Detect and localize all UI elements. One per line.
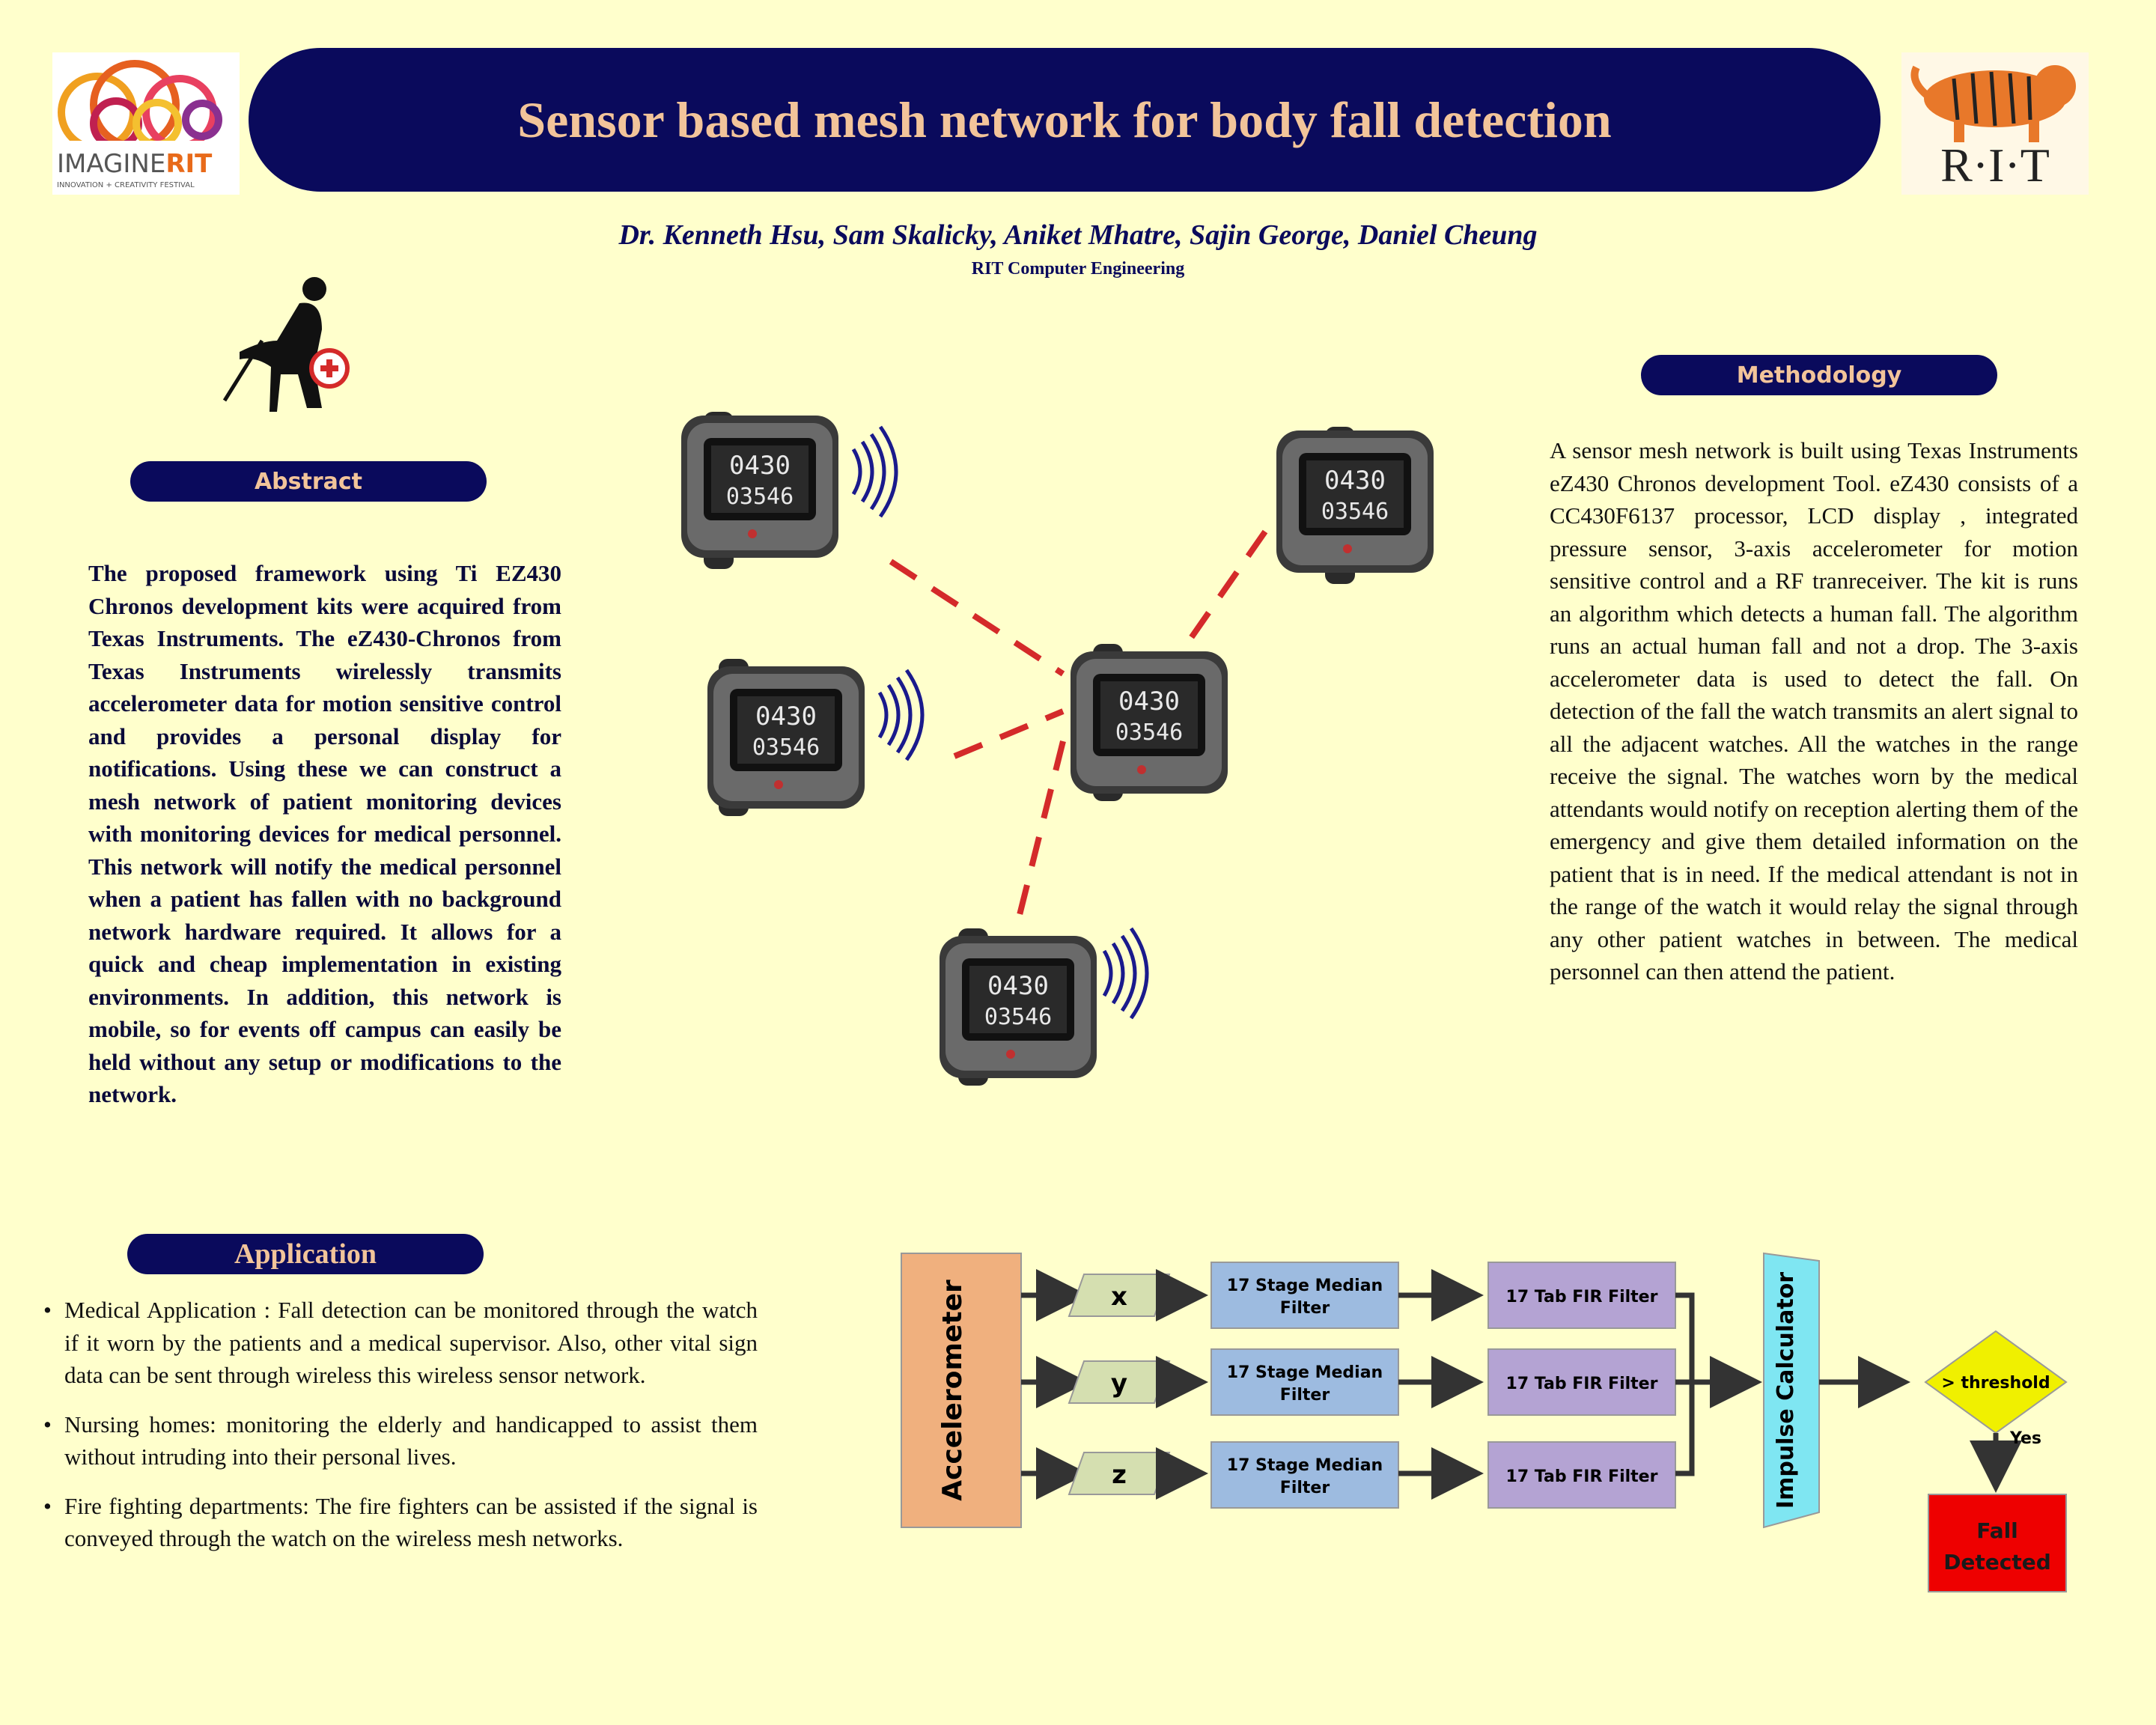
author-list: Dr. Kenneth Hsu, Sam Skalicky, Aniket Mh… [618,219,1538,251]
watch-icon-center [1071,644,1228,801]
imagine-rit-logo: IMAGINERIT INNOVATION + CREATIVITY FESTI… [52,52,240,195]
methodology-heading: Methodology [1641,355,1997,395]
tiger-tail [1910,65,1934,103]
median-filter-label: 17 Stage Median [1227,1456,1383,1475]
threshold-label: > threshold [1941,1374,2050,1393]
application-heading-label: Application [234,1238,377,1270]
imagine-tagline: INNOVATION + CREATIVITY FESTIVAL [57,181,195,189]
fir-filter-label: 17 Tab FIR Filter [1506,1375,1658,1393]
fir-filter-box [1487,1348,1676,1416]
watch-icon [940,928,1147,1086]
abstract-heading-label: Abstract [254,468,363,495]
fir-filter-label: 17 Tab FIR Filter [1506,1467,1658,1486]
fir-filter-box [1487,1262,1676,1329]
abstract-text: The proposed framework using Ti EZ430 Ch… [88,560,561,1107]
impulse-calculator-label: Impulse Calculator [1773,1272,1799,1509]
application-list: • Medical Application : Fall detection ca… [42,1294,758,1572]
fir-filter-label: 17 Tab FIR Filter [1506,1288,1658,1306]
watch-face [681,416,838,558]
watch-icon [1276,427,1434,584]
axis-y-label: y [1111,1369,1127,1399]
imagine-rit-accent: RIT [165,149,213,179]
bullet-icon: • [43,1492,52,1519]
fall-detection-flowchart: Accelerometer x y z 17 Stage Median Filt… [901,1252,2068,1592]
mesh-link [1015,740,1066,922]
rit-tiger-logo-graphic: R·I·T [1910,65,2076,192]
accelerometer-box [901,1253,1022,1528]
watch-face [1276,431,1434,573]
watch-face [1071,651,1228,794]
median-filter-label: Filter [1280,1479,1330,1497]
methodology-text: A sensor mesh network is built using Tex… [1550,437,2078,985]
application-item-text: Medical Application : Fall detection can… [64,1297,758,1388]
watch-icon [681,412,896,569]
list-item: • Nursing homes: monitoring the elderly a… [42,1408,758,1473]
mesh-link [889,559,1065,677]
median-filter-label: 17 Stage Median [1227,1363,1383,1382]
axis-x-label: x [1111,1282,1127,1312]
watch-face [940,936,1097,1078]
wireless-waves-icon [880,670,922,760]
application-item-text: Fire fighting departments: The fire figh… [64,1492,758,1552]
rit-wordmark: R·I·T [1940,139,2050,192]
mesh-network-diagram: 0430 03546 [681,412,1434,1086]
wireless-waves-icon [853,427,896,517]
axis-y-box [1068,1360,1171,1404]
application-item-text: Nursing homes: monitoring the elderly an… [64,1411,758,1470]
watch-face [707,666,865,809]
title-banner: Sensor based mesh network for body fall … [249,48,1881,192]
accelerometer-label: Accelerometer [937,1280,968,1501]
mesh-link [953,708,1065,759]
axis-x-box [1068,1274,1171,1317]
median-filter-label: 17 Stage Median [1227,1277,1383,1295]
list-item: • Fire fighting departments: The fire fig… [42,1490,758,1555]
axis-z-box [1068,1452,1171,1495]
application-heading: Application [127,1234,484,1274]
falling-person-icon [222,277,350,412]
imagine-wordmark: IMAGINE [57,149,165,179]
impulse-calculator-box [1763,1252,1820,1529]
axis-z-label: z [1112,1460,1127,1490]
list-item: • Medical Application : Fall detection ca… [42,1294,758,1392]
rit-tiger-logo: R·I·T [1901,52,2089,195]
abstract-heading: Abstract [130,461,487,502]
svg-text:IMAGINERIT: IMAGINERIT [57,149,213,179]
imagine-rit-logo-graphic: IMAGINERIT INNOVATION + CREATIVITY FESTI… [52,60,240,195]
wireless-waves-icon [1104,928,1147,1018]
watch-icon [707,659,922,816]
fall-detected-label: Detected [1943,1550,2051,1575]
page-title: Sensor based mesh network for body fall … [517,91,1612,148]
median-filter-box [1211,1441,1399,1509]
median-filter-box [1211,1348,1399,1416]
methodology-heading-label: Methodology [1736,362,1902,389]
affiliation: RIT Computer Engineering [971,259,1185,279]
bullet-icon: • [43,1297,52,1323]
bullet-icon: • [43,1411,52,1438]
tiger-leg [1954,120,1964,142]
mesh-link [1176,529,1268,657]
fall-detected-label: Fall [1976,1518,2018,1543]
tiger-head [2034,65,2076,107]
fir-filter-box [1487,1441,1676,1509]
median-filter-box [1211,1262,1399,1329]
tiger-leg [2029,120,2039,142]
fall-detected-box [1928,1494,2067,1592]
median-filter-label: Filter [1280,1386,1330,1405]
median-filter-label: Filter [1280,1299,1330,1318]
mesh-links [889,529,1268,922]
yes-label: Yes [2009,1429,2041,1448]
